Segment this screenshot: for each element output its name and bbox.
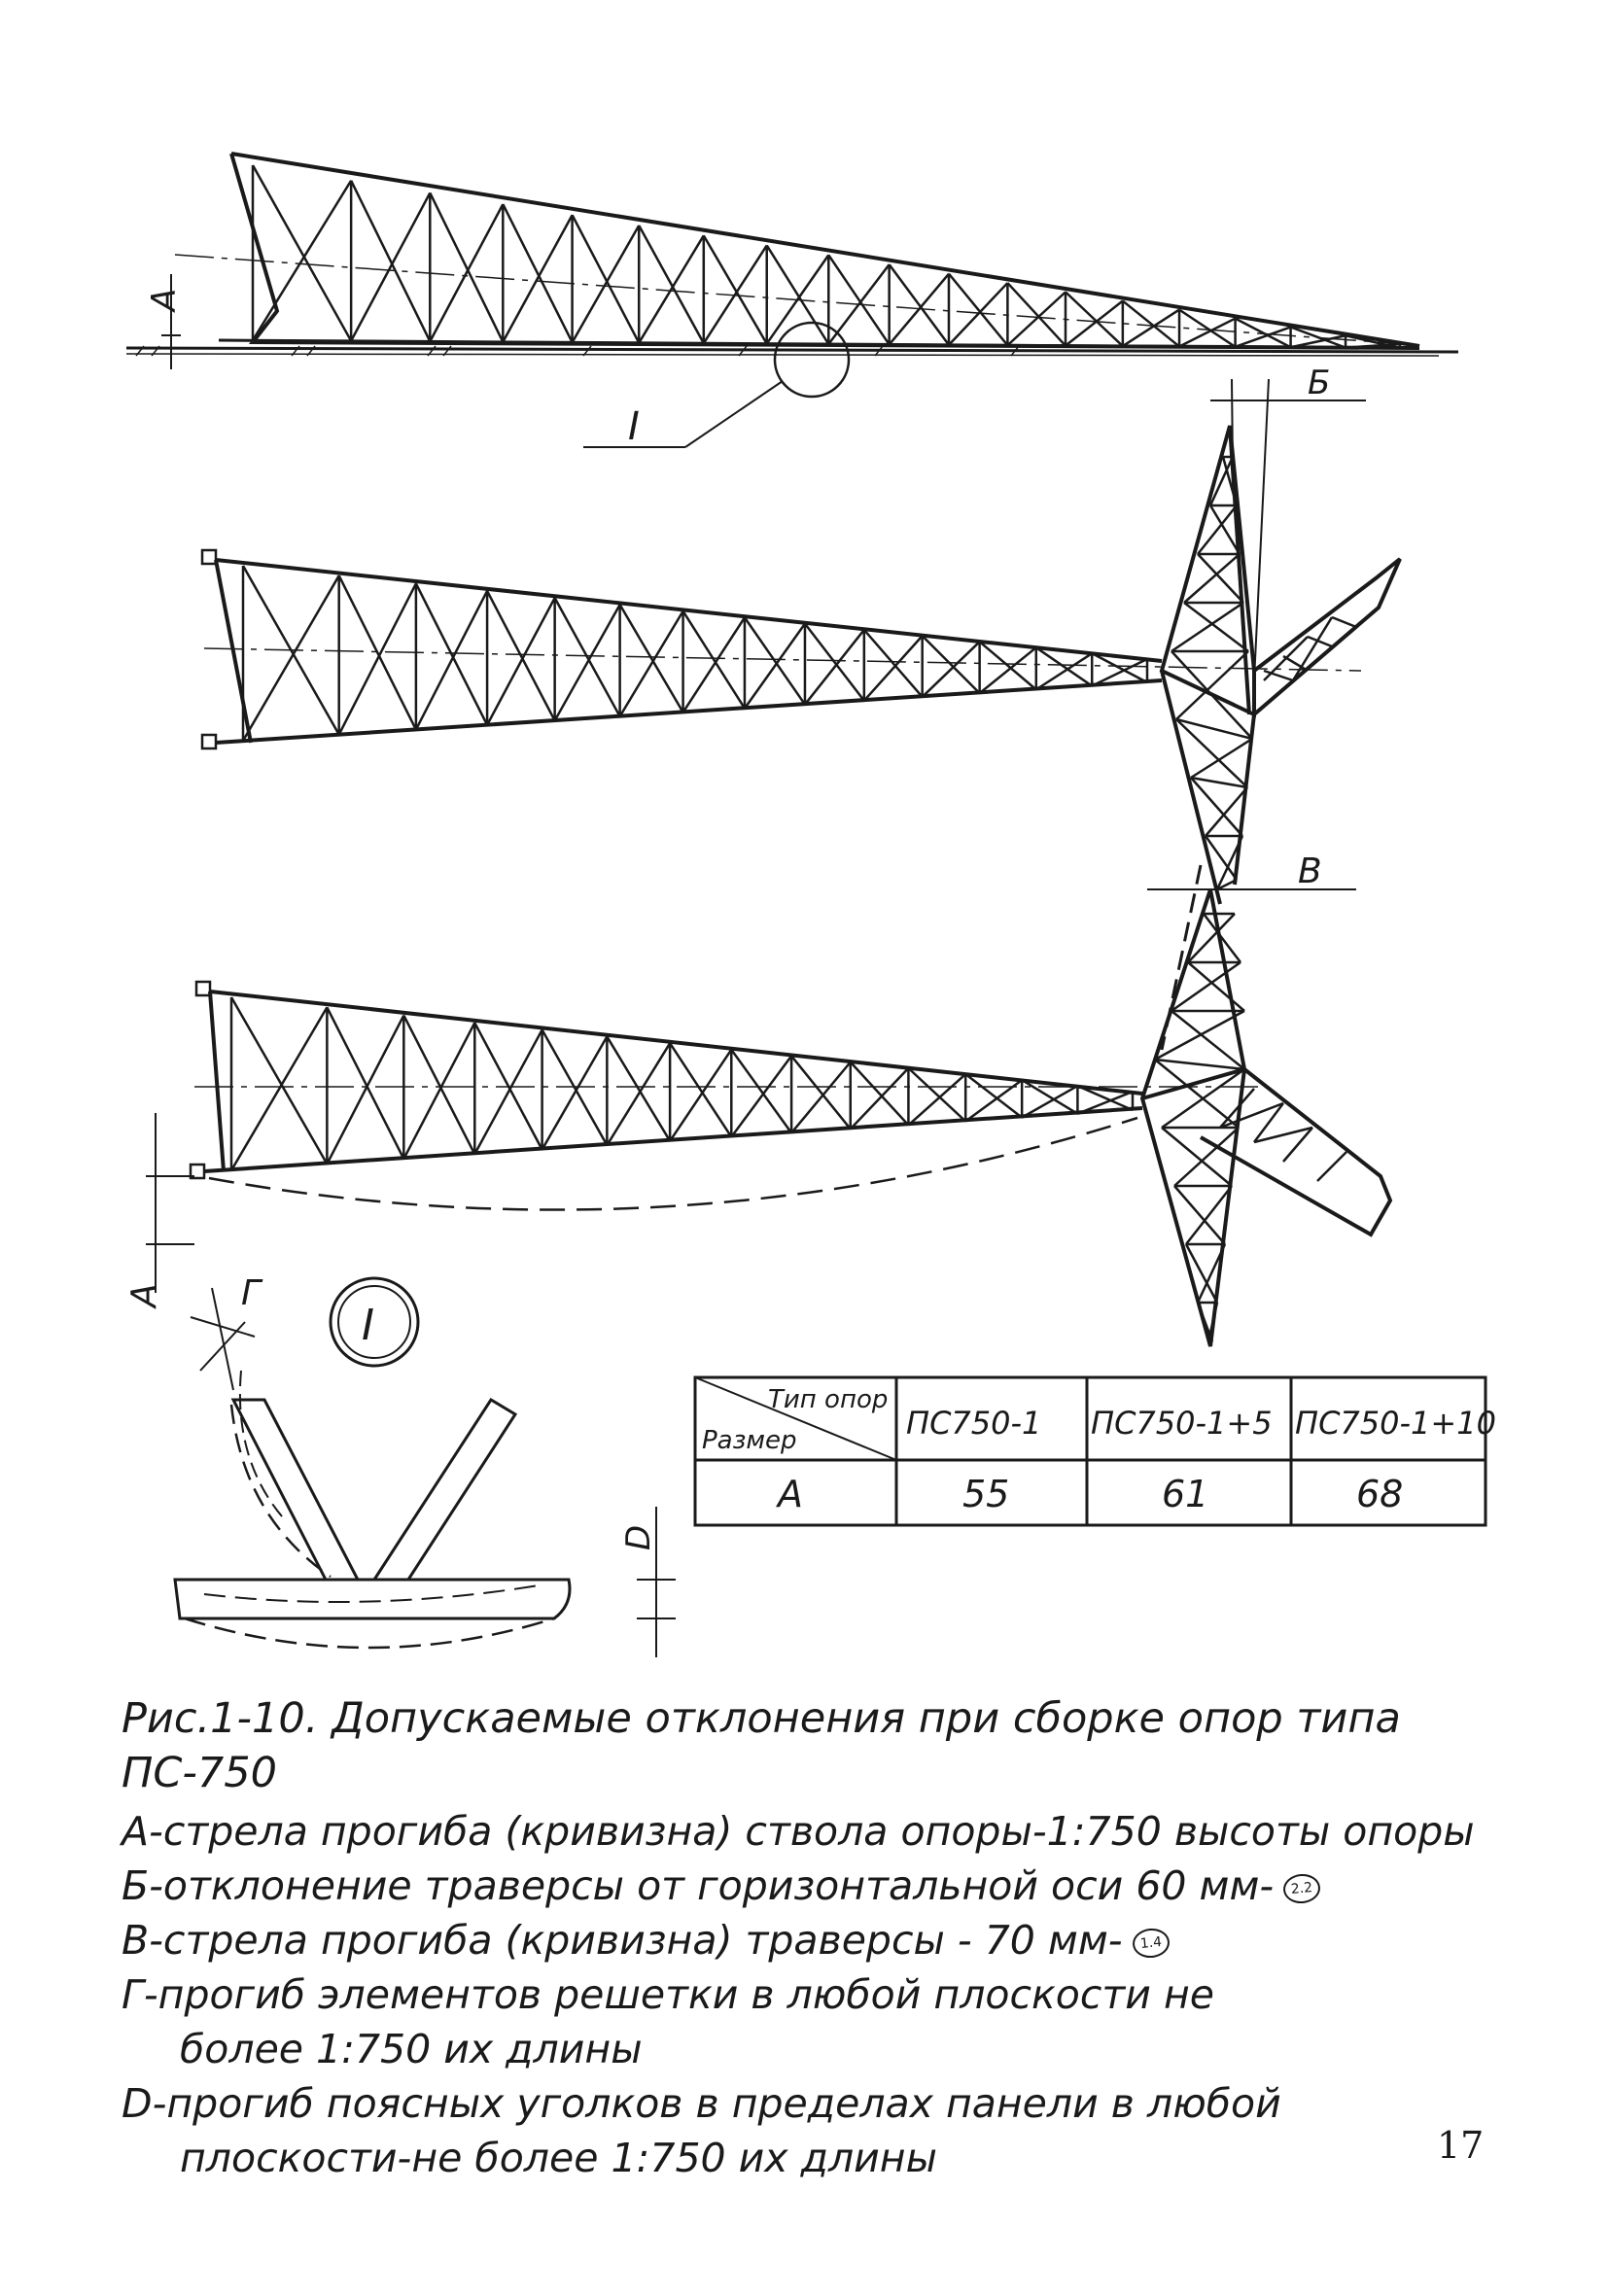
caption-item-d-cont: плоскости-не более 1:750 их длины bbox=[180, 2135, 937, 2181]
traverse-lower-view: А bbox=[124, 888, 1393, 1347]
page-number: 17 bbox=[1437, 2124, 1485, 2167]
table-col-3: ПС750-1+10 bbox=[1295, 1405, 1496, 1442]
caption-item-g: Г-прогиб элементов решетки в любой плоск… bbox=[122, 1971, 1215, 2018]
table-row-label: А bbox=[775, 1473, 803, 1515]
table-header-type: Тип опор bbox=[768, 1385, 888, 1414]
table-cell-3: 68 bbox=[1356, 1473, 1403, 1515]
tower-side-view: А I bbox=[125, 152, 1459, 449]
caption-item-b-text: Б-отклонение траверсы от горизонтальной … bbox=[122, 1862, 1275, 1909]
caption-item-v-text: В-стрела прогиба (кривизна) траверсы - 7… bbox=[122, 1917, 1123, 1964]
caption-item-b: Б-отклонение траверсы от горизонтальной … bbox=[122, 1859, 1502, 1913]
table-cell-1: 55 bbox=[962, 1473, 1009, 1515]
caption-item-v: В-стрела прогиба (кривизна) траверсы - 7… bbox=[122, 1913, 1502, 1967]
label-g: Г bbox=[241, 1273, 263, 1313]
caption-item-d: D-прогиб поясных уголков в пределах пане… bbox=[122, 2080, 1281, 2127]
label-a-top: А bbox=[145, 289, 184, 313]
caption-item-g-cont: более 1:750 их длины bbox=[180, 2026, 643, 2072]
table-header-size: Размер bbox=[702, 1426, 797, 1455]
caption-item-a: А-стрела прогиба (кривизна) ствола опоры… bbox=[122, 1808, 1475, 1855]
table-col-2: ПС750-1+5 bbox=[1091, 1405, 1273, 1442]
label-b: Б bbox=[1308, 364, 1330, 402]
table-cell-2: 61 bbox=[1162, 1473, 1208, 1515]
label-a-lower: А bbox=[124, 1283, 164, 1309]
traverse-upper-view: Б В bbox=[200, 364, 1402, 1051]
detail-circle-label: I bbox=[362, 1301, 374, 1350]
tolerance-mark-b: 2.2 bbox=[1281, 1872, 1322, 1905]
figure-caption: Рис.1-10. Допускаемые отклонения при сбо… bbox=[122, 1691, 1502, 2185]
caption-title: Рис.1-10. Допускаемые отклонения при сбо… bbox=[122, 1694, 1401, 1797]
detail-callout-label: I bbox=[628, 404, 640, 449]
label-d: D bbox=[619, 1525, 658, 1550]
tolerance-mark-v: 1.4 bbox=[1131, 1927, 1171, 1960]
dimension-table: Тип опор Размер ПС750-1 ПС750-1+5 ПС750-… bbox=[693, 1375, 1496, 1527]
table-col-1: ПС750-1 bbox=[906, 1405, 1041, 1442]
label-v: В bbox=[1298, 852, 1322, 891]
detail-i: I Г D bbox=[173, 1273, 676, 1657]
